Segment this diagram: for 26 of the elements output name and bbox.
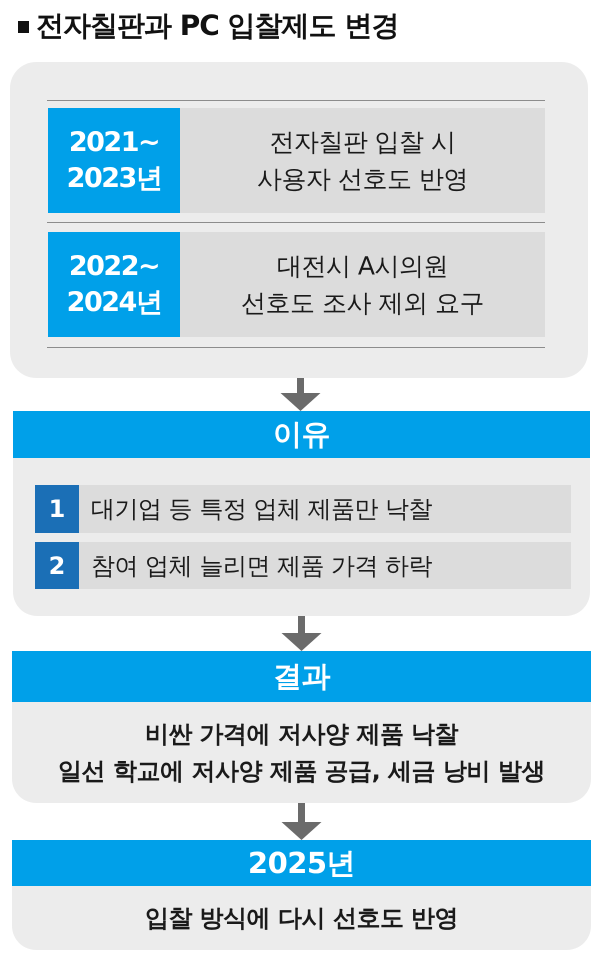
- timeline-row: [48, 232, 545, 337]
- number-badge: 1: [35, 485, 79, 533]
- reason-row: [35, 485, 571, 533]
- arrow: [282, 803, 322, 840]
- result-text: 입찰 방식에 다시 선호도 반영: [144, 902, 458, 934]
- section-header: 2025년: [12, 840, 591, 886]
- description-text: 전자칠판 입찰 시 사용자 선호도 반영: [256, 126, 469, 196]
- section-header: 결과: [12, 651, 591, 702]
- year-label: 2021~ 2023년: [48, 108, 180, 213]
- result-text: 비싼 가격에 저사양 제품 낙찰: [144, 718, 458, 750]
- section-header: 이유: [13, 411, 590, 458]
- year-label: 2022~ 2024년: [48, 232, 180, 337]
- section-panel: [13, 411, 590, 616]
- reason-text: 대기업 등 특정 업체 제품만 낙찰: [91, 494, 432, 525]
- number-badge: 2: [35, 542, 79, 589]
- arrow: [280, 378, 320, 411]
- group-panel: [10, 62, 588, 378]
- description-text: 대전시 A시의원 선호도 조사 제외 요구: [240, 250, 485, 320]
- reason-text: 참여 업체 늘리면 제품 가격 하락: [91, 550, 432, 582]
- section-panel: [12, 840, 591, 950]
- reason-row: [35, 542, 571, 589]
- timeline-row: [48, 108, 545, 213]
- arrow: [282, 616, 322, 651]
- section-panel: [12, 651, 591, 803]
- title: 전자칠판과 PC 입찰제도 변경: [36, 8, 398, 44]
- result-text: 일선 학교에 저사양 제품 공급, 세금 낭비 발생: [58, 756, 545, 786]
